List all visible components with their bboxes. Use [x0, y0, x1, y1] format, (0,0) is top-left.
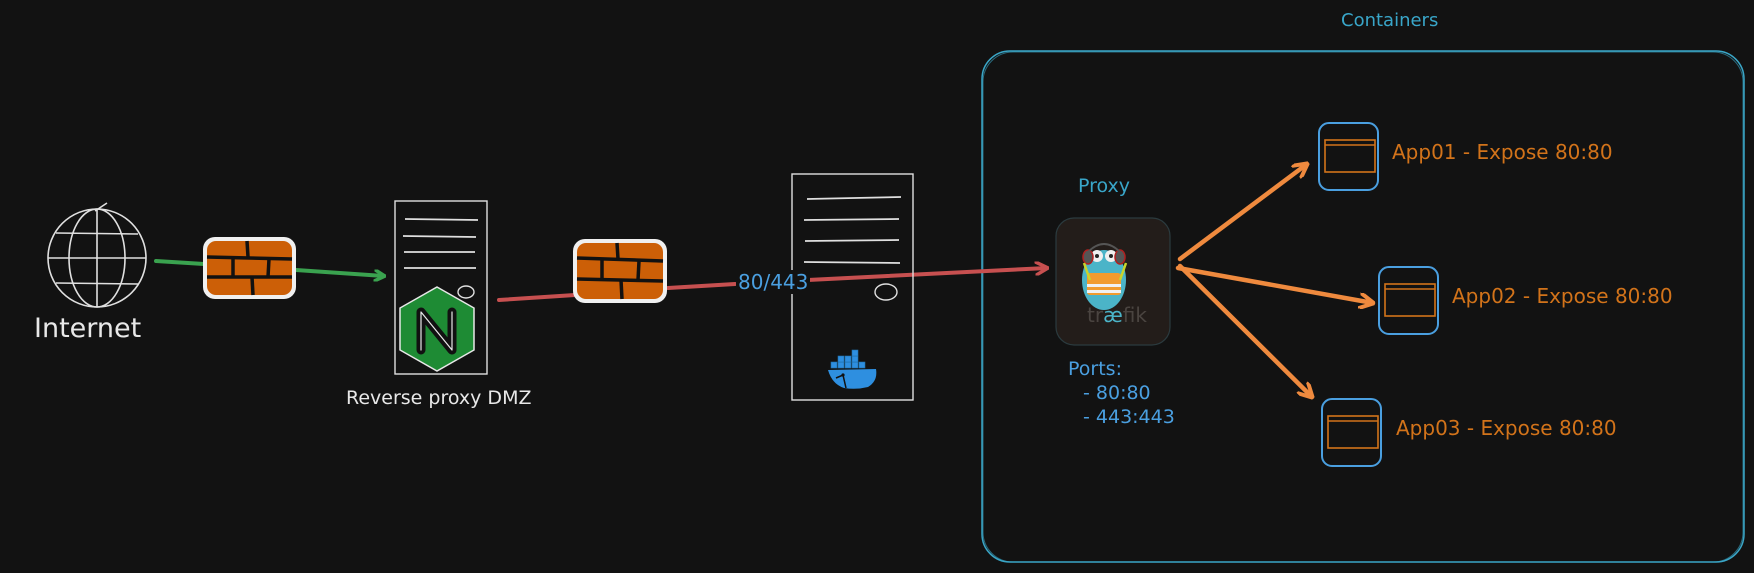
link-traefik-to-app02: [1175, 265, 1373, 303]
app02-box: [1378, 266, 1439, 335]
reverse-proxy-label: Reverse proxy DMZ: [346, 387, 532, 409]
reverse-proxy-server: [394, 200, 488, 375]
ports-title: Ports:: [1068, 358, 1122, 380]
link-traefik-to-app01: [1177, 164, 1307, 262]
internet-label: Internet: [34, 313, 142, 344]
link-internet-to-firewall: [154, 259, 206, 266]
traefik-wordmark-suffix: fik: [1122, 303, 1147, 327]
containers-group-title: Containers: [1341, 10, 1439, 31]
traefik-wordmark-ae: æ: [1103, 303, 1123, 327]
link-reverse-proxy-to-firewall: [497, 293, 577, 302]
link-docker-host-to-traefik: [806, 268, 1047, 282]
link-traefik-to-app03: [1177, 263, 1312, 397]
firewall-icon: [203, 237, 296, 299]
proxy-label: Proxy: [1078, 175, 1131, 197]
link-firewall-to-docker-host: [666, 282, 737, 290]
traefik-wordmark: træfik: [1087, 303, 1147, 327]
app01-box: [1318, 122, 1379, 191]
nginx-logo-icon: [399, 286, 475, 372]
traefik-fanout-links: [1175, 164, 1373, 397]
docker-logo-icon: [828, 349, 877, 389]
containers-group-frame: [981, 50, 1745, 563]
app02-label: App02 - Expose 80:80: [1452, 284, 1673, 308]
app03-box: [1321, 398, 1382, 467]
traefik-logo-icon: [1055, 217, 1171, 346]
link-firewall-to-reverse-proxy: [294, 268, 384, 276]
app03-label: App03 - Expose 80:80: [1396, 416, 1617, 440]
firewall-icon: [573, 239, 667, 303]
traefik-wordmark-prefix: tr: [1087, 303, 1104, 327]
port-mapping-item: - 80:80: [1083, 382, 1151, 404]
app01-label: App01 - Expose 80:80: [1392, 140, 1613, 164]
port-link-label: 80/443: [736, 270, 811, 294]
globe-icon: [47, 202, 147, 308]
port-mapping-item: - 443:443: [1083, 406, 1175, 428]
